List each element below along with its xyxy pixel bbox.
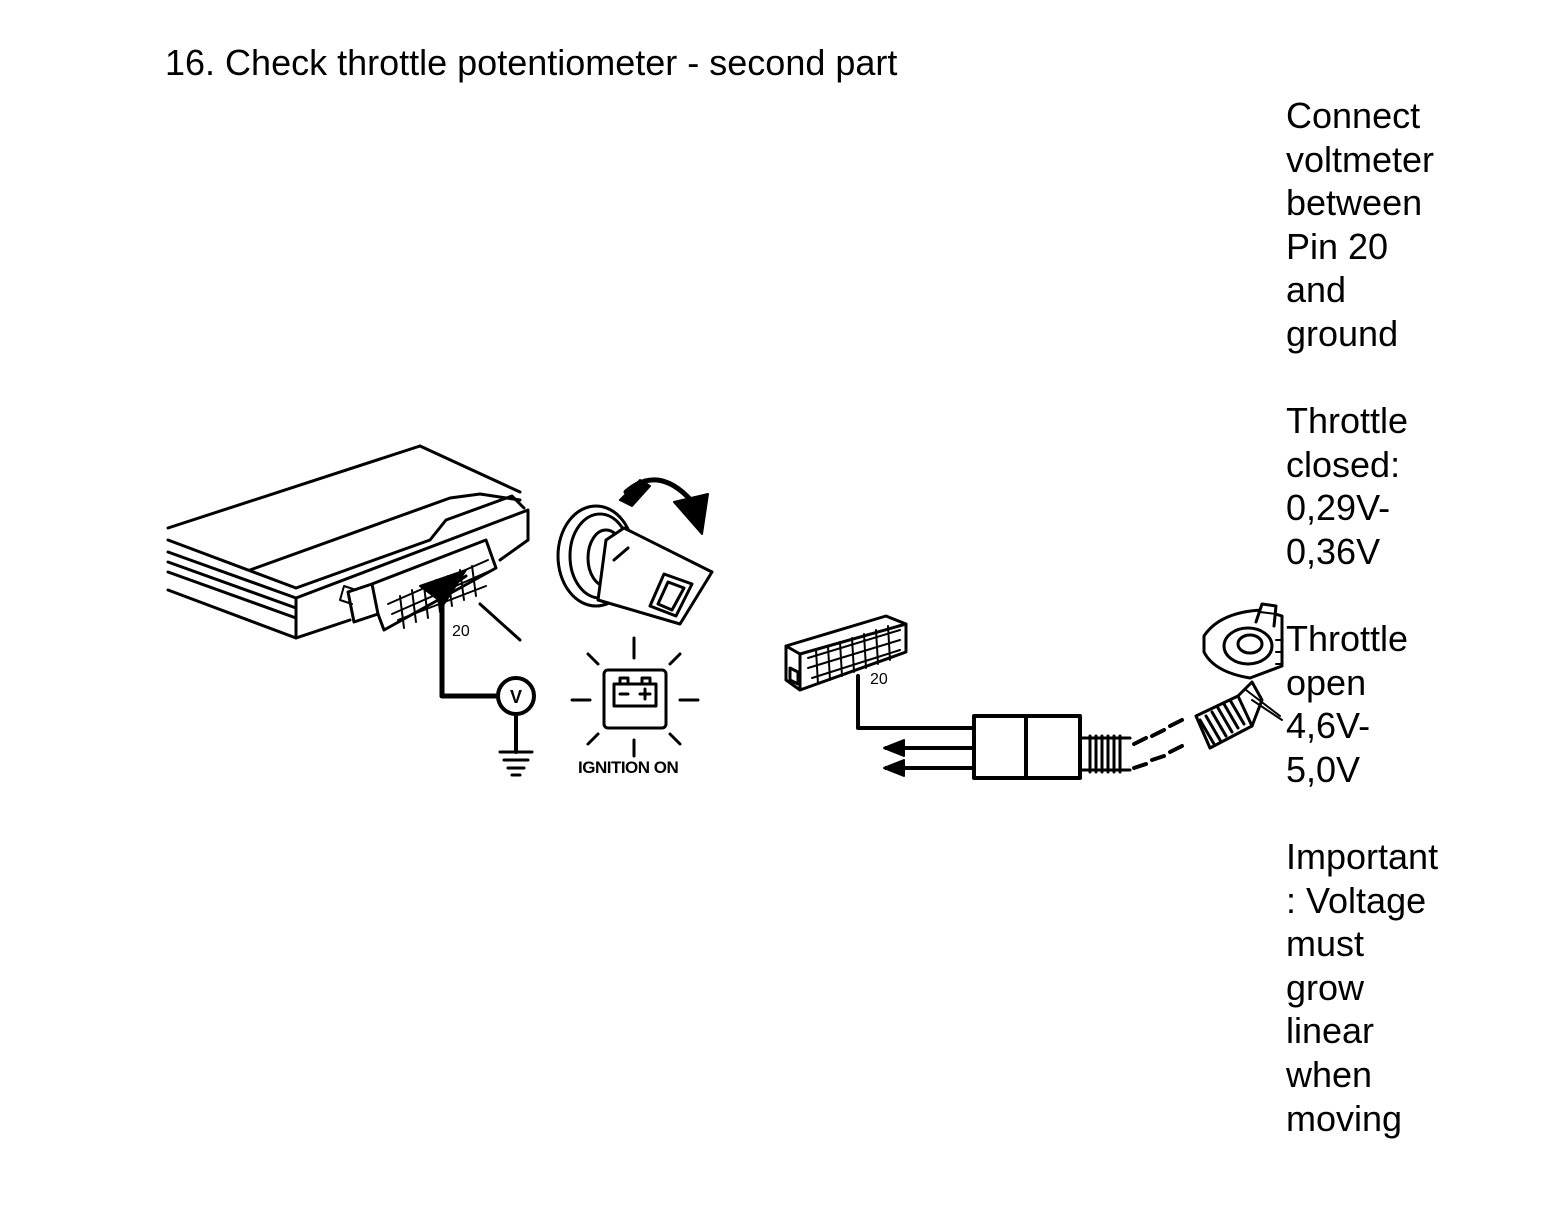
instruction-throttle-open: Throttle open 4,6V- 5,0V: [1286, 618, 1409, 790]
probe-arrow: [419, 569, 522, 699]
cable-spring: [1080, 718, 1184, 774]
ecu-pin-label: 20: [452, 623, 470, 640]
voltmeter-symbol: V: [510, 687, 522, 707]
ignition-on-label: IGNITION ON: [578, 758, 679, 777]
test-adapter-box: [972, 714, 1082, 780]
instruction-important: Important : Voltage must grow linear whe…: [1286, 836, 1439, 1139]
ground-icon: [498, 750, 534, 777]
harness-wires: [856, 674, 978, 777]
instructions-panel: Connect voltmeter between Pin 20 and gro…: [1286, 94, 1561, 1184]
instruction-connect: Connect voltmeter between Pin 20 and gro…: [1286, 95, 1435, 354]
ecu-unit-icon: [166, 444, 530, 640]
instruction-throttle-closed: Throttle closed: 0,29V- 0,36V: [1286, 400, 1409, 572]
ignition-key-icon: [556, 477, 714, 626]
voltmeter-icon: [496, 676, 536, 754]
battery-warning-light-icon: [570, 636, 700, 758]
page-title: 16. Check throttle potentiometer - secon…: [165, 42, 898, 83]
throttle-potentiometer-icon: [1194, 602, 1284, 750]
plug-pin-label: 20: [870, 671, 888, 688]
harness-plug-icon: [784, 614, 908, 692]
